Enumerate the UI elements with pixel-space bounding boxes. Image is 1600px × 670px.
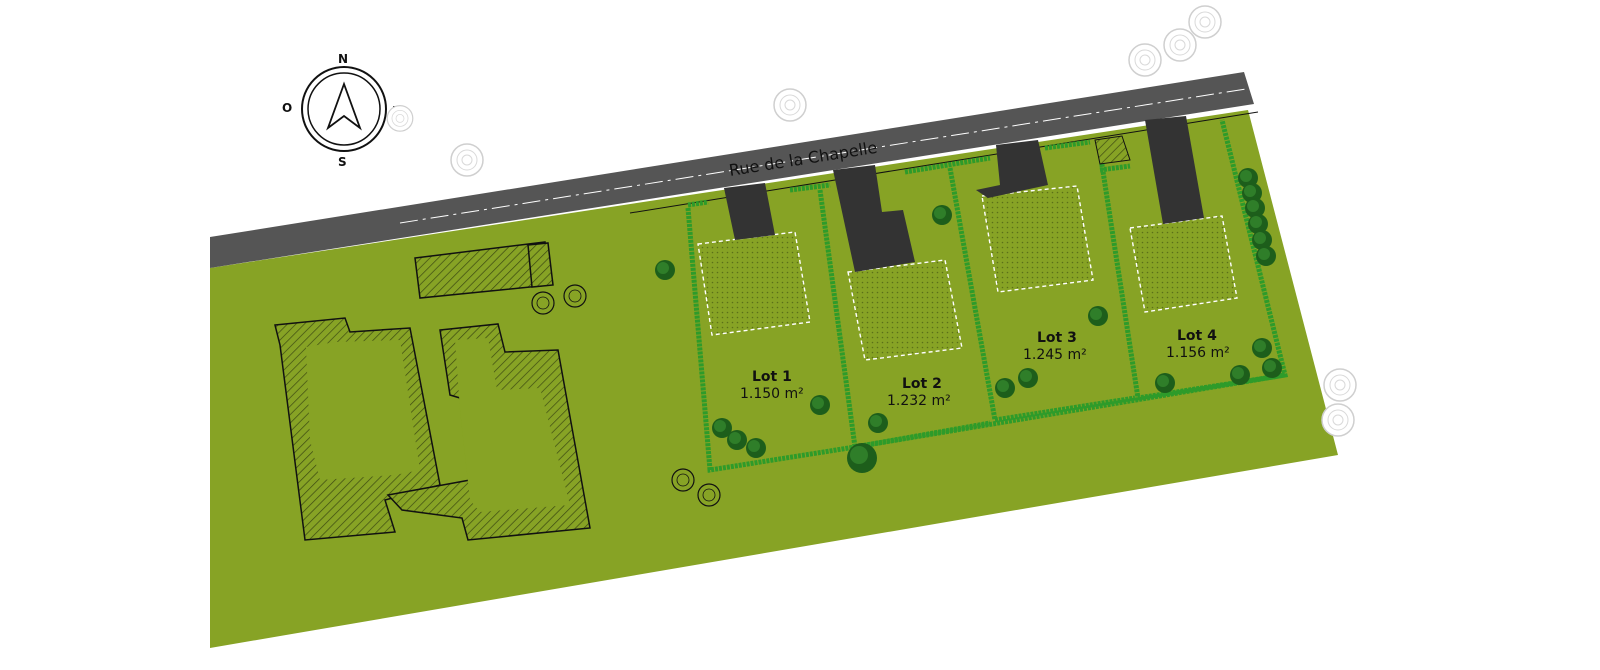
lot-3-title: Lot 3 bbox=[1037, 330, 1077, 346]
tree-icon bbox=[1128, 43, 1162, 77]
lot-2-area: 1.232 m² bbox=[887, 393, 951, 409]
tree-icon bbox=[1323, 368, 1357, 402]
lot-2-title: Lot 2 bbox=[902, 376, 942, 392]
tree-icon bbox=[1321, 403, 1355, 437]
tree-icon bbox=[697, 483, 721, 507]
driveways bbox=[724, 116, 1204, 272]
hatched-plot bbox=[1094, 135, 1131, 165]
tree-icon bbox=[386, 104, 414, 132]
tree-icon bbox=[1188, 5, 1222, 39]
tree-icon bbox=[671, 468, 695, 492]
tree-icon bbox=[563, 284, 587, 308]
compass-south-label: S bbox=[338, 155, 347, 169]
tree-icon bbox=[773, 88, 807, 122]
lot-1-area: 1.150 m² bbox=[740, 386, 804, 402]
lot-4-title: Lot 4 bbox=[1177, 328, 1217, 344]
road-centerline bbox=[399, 87, 1253, 224]
lot-boundaries bbox=[685, 119, 1289, 473]
tree-icon bbox=[1163, 28, 1197, 62]
lot-1-title: Lot 1 bbox=[752, 369, 792, 385]
compass-icon bbox=[301, 66, 387, 152]
lot-3-area: 1.245 m² bbox=[1023, 347, 1087, 363]
tree-icon bbox=[531, 291, 555, 315]
road bbox=[210, 72, 1254, 268]
compass-west-label: O bbox=[282, 101, 292, 115]
lot-4-area: 1.156 m² bbox=[1166, 345, 1230, 361]
existing-buildings bbox=[274, 241, 591, 541]
building-footprints bbox=[697, 185, 1238, 361]
tree-icon bbox=[450, 143, 484, 177]
compass-north-label: N bbox=[338, 52, 348, 66]
